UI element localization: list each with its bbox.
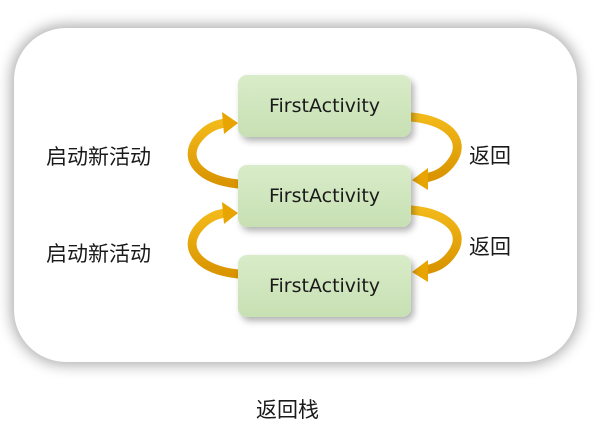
start-new-activity-label-lower: 启动新活动	[46, 242, 151, 266]
start-new-activity-label-upper: 启动新活动	[46, 145, 151, 169]
back-label-lower: 返回	[469, 235, 511, 259]
back-label-upper: 返回	[469, 144, 511, 168]
activity-label: FirstActivity	[268, 95, 381, 117]
start-activity-arrow-lower	[187, 202, 243, 279]
activity-box-top: FirstActivity	[238, 75, 411, 137]
back-arrow-upper	[406, 112, 462, 190]
back-stack-caption: 返回栈	[256, 398, 319, 422]
start-activity-arrow-upper	[187, 112, 243, 189]
activity-label: FirstActivity	[268, 275, 381, 297]
activity-box-bottom: FirstActivity	[238, 255, 411, 317]
activity-label: FirstActivity	[268, 185, 381, 207]
back-arrow-lower	[406, 205, 462, 282]
activity-box-middle: FirstActivity	[238, 165, 411, 227]
